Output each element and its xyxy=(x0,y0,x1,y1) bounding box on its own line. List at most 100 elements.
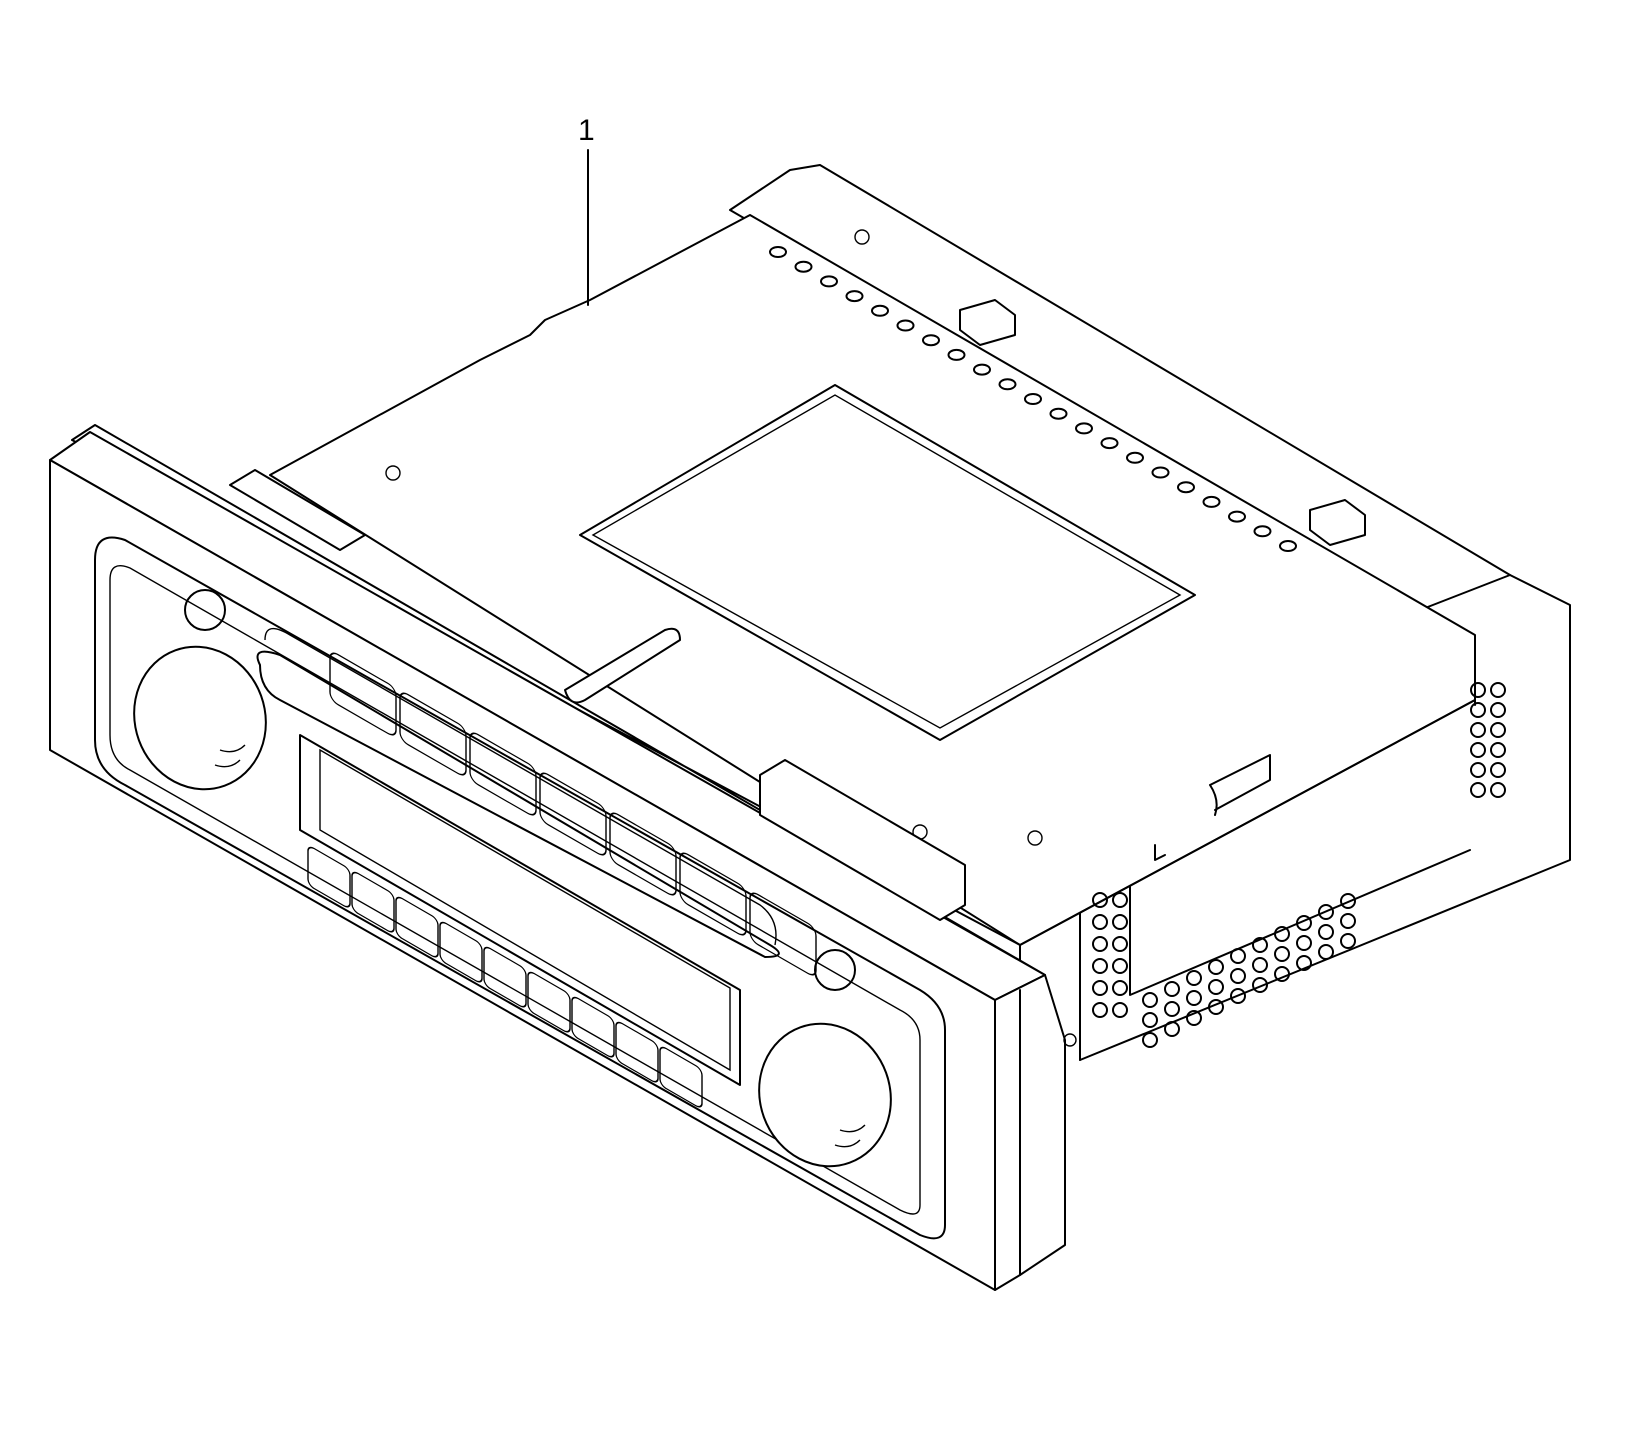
hole xyxy=(1340,913,1356,929)
hole xyxy=(1112,958,1128,974)
hole xyxy=(1490,702,1506,718)
hole xyxy=(1186,970,1202,986)
hole xyxy=(1112,980,1128,996)
hole xyxy=(1164,981,1180,997)
hole xyxy=(1230,988,1246,1004)
hole xyxy=(1092,958,1108,974)
hole xyxy=(1142,992,1158,1008)
hole xyxy=(1092,936,1108,952)
hole xyxy=(1092,1002,1108,1018)
hole xyxy=(871,304,889,317)
hole xyxy=(1470,702,1486,718)
callout-1: 1 xyxy=(578,114,595,306)
hole xyxy=(1208,979,1224,995)
hole xyxy=(1470,762,1486,778)
function-button xyxy=(469,732,537,816)
hole xyxy=(794,260,813,273)
hole xyxy=(1092,980,1108,996)
function-button xyxy=(679,852,747,936)
tuning-knob xyxy=(758,1022,892,1168)
hole xyxy=(1340,893,1356,909)
top-chassis xyxy=(269,214,1476,946)
function-button xyxy=(399,692,467,776)
function-button xyxy=(329,652,397,736)
hole xyxy=(1164,1021,1180,1037)
hole xyxy=(1490,682,1506,698)
preset-button xyxy=(351,871,395,933)
faceplate xyxy=(49,424,1077,1291)
hole xyxy=(1112,892,1128,908)
hole xyxy=(769,246,787,258)
hole xyxy=(1470,742,1486,758)
hole xyxy=(1100,437,1119,450)
callout-number: 1 xyxy=(578,114,595,147)
function-button xyxy=(539,772,607,856)
hole xyxy=(973,363,991,376)
hole xyxy=(1186,990,1202,1006)
hole xyxy=(1470,782,1486,798)
hole xyxy=(1318,924,1334,940)
hole xyxy=(1075,422,1093,435)
preset-buttons xyxy=(307,652,817,1108)
hole xyxy=(1112,1002,1128,1018)
hole xyxy=(947,348,966,361)
hole xyxy=(1228,510,1246,523)
hole xyxy=(1470,722,1486,738)
preset-button xyxy=(395,896,439,958)
preset-button xyxy=(307,846,351,908)
function-button xyxy=(749,892,817,976)
hole xyxy=(1092,914,1108,930)
hole xyxy=(1490,742,1506,758)
hole xyxy=(1202,495,1221,508)
hole xyxy=(1024,393,1042,405)
hole xyxy=(820,275,838,288)
hole xyxy=(1126,451,1144,464)
hole xyxy=(845,290,864,303)
hole xyxy=(1296,935,1312,951)
preset-button xyxy=(615,1021,659,1083)
hole xyxy=(1490,782,1506,798)
hole xyxy=(1296,955,1312,971)
hole xyxy=(1490,722,1506,738)
hole xyxy=(1177,481,1195,494)
preset-button xyxy=(527,971,571,1033)
hole xyxy=(1252,937,1268,953)
hole xyxy=(1112,936,1128,952)
preset-button xyxy=(439,921,483,983)
hole xyxy=(1230,968,1246,984)
hole xyxy=(1112,914,1128,930)
hole xyxy=(998,378,1017,391)
hole xyxy=(1318,944,1334,960)
hole xyxy=(896,319,915,332)
hole xyxy=(1274,946,1290,962)
hole xyxy=(1274,926,1290,942)
hole xyxy=(1092,892,1108,908)
ventilation-holes xyxy=(769,246,1297,552)
hole xyxy=(1230,948,1246,964)
function-button xyxy=(609,812,677,896)
hole xyxy=(1252,977,1268,993)
hole xyxy=(1164,1001,1180,1017)
hole xyxy=(1470,682,1486,698)
hole xyxy=(1208,999,1224,1015)
hole xyxy=(1208,959,1224,975)
hole xyxy=(1151,466,1170,479)
hole xyxy=(1142,1012,1158,1028)
hole xyxy=(1340,933,1356,949)
side-vent-holes xyxy=(1092,682,1506,1048)
hole xyxy=(1296,915,1312,931)
hole xyxy=(1490,762,1506,778)
hole xyxy=(1142,1032,1158,1048)
hole xyxy=(1279,540,1297,552)
preset-button xyxy=(571,996,615,1058)
hole xyxy=(1186,1010,1202,1026)
hole xyxy=(922,334,940,347)
hole xyxy=(1274,966,1290,982)
hole xyxy=(1049,407,1068,420)
hole xyxy=(1318,904,1334,920)
hole xyxy=(1252,957,1268,973)
hole xyxy=(1253,525,1272,538)
preset-button xyxy=(483,946,527,1008)
preset-button xyxy=(659,1046,703,1108)
